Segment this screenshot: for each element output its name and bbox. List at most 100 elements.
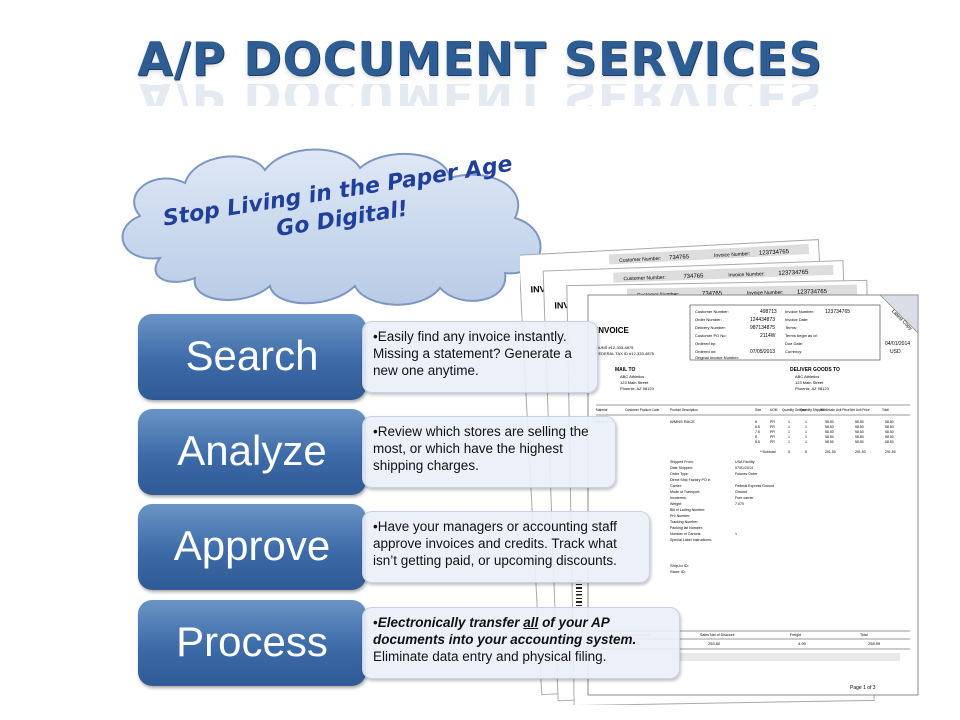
column-header: Wholesale Unit Price [820,408,850,412]
ship-label: Date Shipped: [670,466,693,470]
value-due-date: 04/01/2014 [885,341,910,347]
subtotal-cell: 5 [788,450,790,454]
label-terms-begin: Terms begin as of: [785,333,818,338]
back-3-customer-label: Customer Number: [619,256,661,264]
ship-label: Weight: [670,502,682,506]
totals-value: 258.59 [868,641,881,646]
analyze-button[interactable]: Analyze [138,409,366,495]
ship-label: Pro Number: [670,514,690,518]
ship-value: Free carrier [735,496,754,500]
column-header: Total [882,408,889,412]
column-header: Material [596,408,608,412]
subtotal-cell: 291.50 [855,450,866,454]
label-terms: Terms: [785,325,797,330]
item-cell: 58.50 [885,425,894,429]
item-cell: 1 [788,420,790,424]
totals-header: Total [860,633,868,637]
search-description: •Easily find any invoice instantly. Miss… [362,321,598,393]
back-2-customer-number: 734765 [683,273,704,280]
deliver-to-addr-1: ABC Athletics [795,374,819,379]
back-2-customer-label: Customer Number: [623,275,665,282]
mail-to-addr-2: 123 Main Street [620,380,649,385]
item-cell: PR [770,440,775,444]
totals-value: 4.99 [798,641,807,646]
invoice-heading: INVOICE [596,326,630,335]
ship-value: Ground [735,490,747,494]
value-invoice-number: 123734765 [825,309,850,315]
value-customer-number: 498713 [760,309,777,315]
item-cell: 1 [805,420,807,424]
back-1-invoice-label: Invoice Number: [747,290,784,297]
deliver-to-addr-3: Phoenix, AZ 98123 [795,386,830,391]
ship-label: Number of Cartons: [670,532,701,536]
ship-label: Shipped From: [670,460,694,464]
process-desc-rest: Eliminate data entry and physical filing… [373,649,607,664]
column-header: Quantity Shipped [800,408,825,412]
back-2-invoice-label: Invoice Number: [728,271,765,278]
value-delivery-number: 987134875 [750,325,775,331]
process-button[interactable]: Process [138,600,366,686]
subtotal-cell: 291.50 [825,450,836,454]
value-customer-po: 2114W [760,333,776,339]
ship-value: 1 [735,532,737,536]
label-invoice-date: Invoice Date: [785,317,808,322]
item-cell: 1 [788,425,790,429]
value-ordered-on: 07/05/2013 [750,349,775,355]
label-original-invoice: Original Invoice Number: [695,355,739,360]
item-cell: 58.50 [825,425,834,429]
ship-label: Carrier: [670,484,682,488]
item-cell: 58.50 [825,440,834,444]
item-cell: 58.50 [855,435,864,439]
column-header: UOM [770,408,778,412]
ship-label: Mode of Transport: [670,490,700,494]
analyze-description: •Review which stores are selling the mos… [362,416,616,488]
search-button[interactable]: Search [138,314,366,400]
column-header: Quantity Ordered [782,408,807,412]
item-cell: 58.50 [855,425,864,429]
federal-tax-id: FEDERAL TAX ID #12-333-4875 [596,351,655,356]
back-3-invoice-label: Invoice Number: [714,251,751,259]
approve-description: •Have your managers or accounting staff … [362,511,650,583]
column-header: Net Unit Price [850,408,870,412]
ship-label: Direct Ship Factory PO #: [670,478,711,482]
item-cell: 58.50 [885,420,894,424]
ship-label: Order Type: [670,472,689,476]
cloud-callout [121,148,542,306]
item-cell: 6.5 [755,425,760,429]
process-description: •Electronically transfer all of your AP … [362,607,680,679]
item-cell: PR [770,435,775,439]
item-cell: 1 [805,435,807,439]
item-cell: 8 [755,435,757,439]
approve-description-text: Have your managers or accounting staff a… [373,519,617,568]
back-1-invoice-number: 123734765 [797,289,828,296]
item-cell: PR [770,420,775,424]
item-cell: 58.50 [855,430,864,434]
item-cell: 1 [788,435,790,439]
approve-button[interactable]: Approve [138,504,366,590]
back-1-customer-number: 734765 [702,291,723,297]
page-title-reflection: A/P DOCUMENT SERVICES [0,84,960,106]
label-invoice-number: Invoice Number: [785,309,814,314]
item-cell: 58.50 [825,435,834,439]
store-id-label: Store ID: [670,569,686,574]
label-due-date: Due Date: [785,341,803,346]
item-cell: 1 [788,430,790,434]
process-desc-em-underline: all [523,615,539,630]
item-cell: 6 [755,420,757,424]
search-description-text: Easily find any invoice instantly. Missi… [373,329,572,378]
ship-value: 7.070 [735,502,744,506]
label-customer-po: Customer PO No: [695,333,727,338]
ship-label: Bill of Lading Number: [670,508,705,512]
page-title: A/P DOCUMENT SERVICES [137,32,823,86]
subtotal-cell: 5 [805,450,807,454]
ship-label: Tracking Number: [670,520,698,524]
deliver-to-label: DELIVER GOODS TO [790,367,840,373]
mail-to-addr-1: ABC Athletics [620,374,644,379]
value-order-number: 124434873 [750,317,775,323]
item-cell: 1 [805,425,807,429]
item-cell: 8.5 [755,440,760,444]
mail-to-addr-3: Phoenix, AZ 98123 [620,386,655,391]
